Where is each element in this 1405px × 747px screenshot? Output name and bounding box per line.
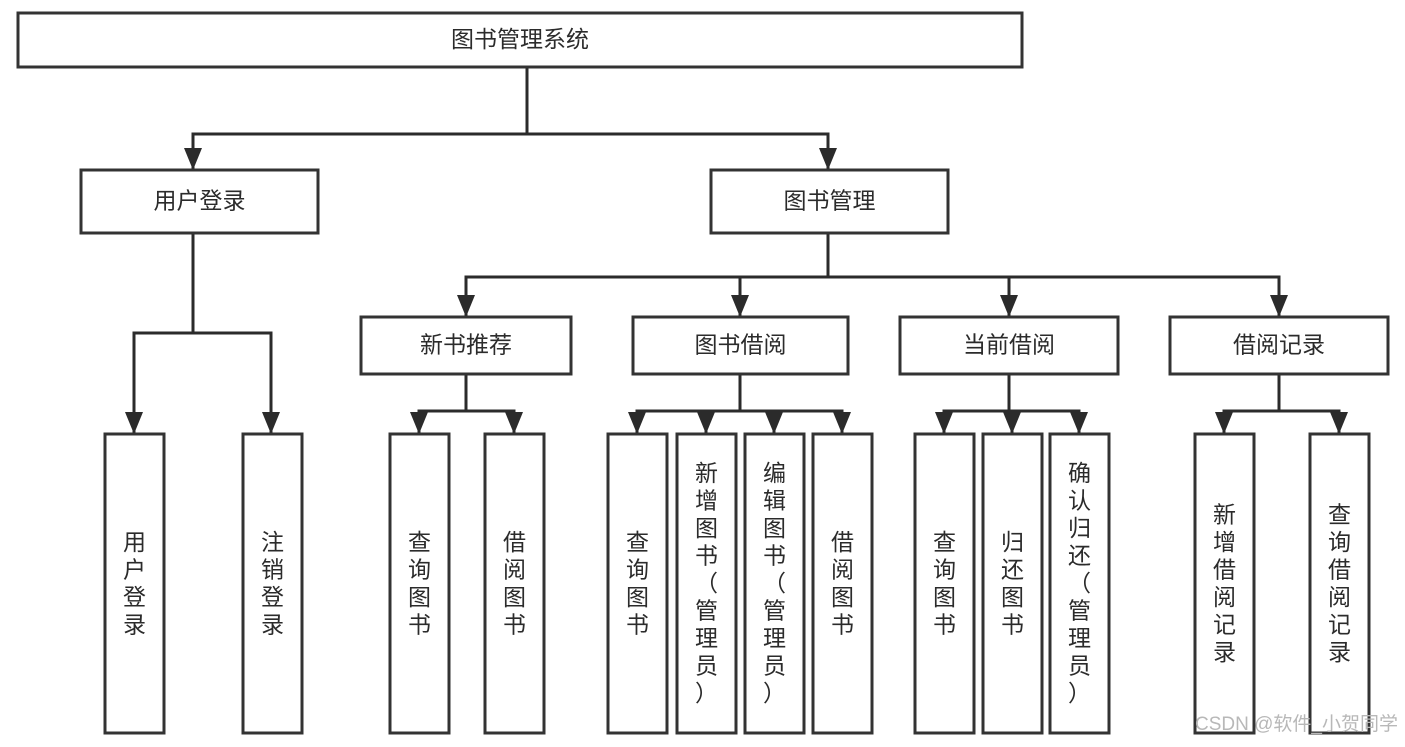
- node-label-leaf-query-book-borrow: 查询图书: [626, 529, 649, 638]
- arrowhead-icon: [410, 412, 428, 434]
- arrowhead-icon: [1000, 295, 1018, 317]
- node-label-root: 图书管理系统: [451, 26, 589, 52]
- node-label-leaf-return-book: 归还图书: [1001, 529, 1024, 638]
- node-book-borrow[interactable]: 图书借阅: [631, 315, 850, 376]
- node-leaf-add-borrow-record[interactable]: 新增借阅记录: [1193, 432, 1256, 735]
- node-leaf-edit-book[interactable]: 编辑图书（管理员）: [743, 432, 806, 735]
- arrowhead-icon: [262, 412, 280, 434]
- node-box-leaf-query-book-current: [913, 432, 976, 735]
- node-box-leaf-return-book: [981, 432, 1044, 735]
- arrowhead-icon: [765, 412, 783, 434]
- node-book-management[interactable]: 图书管理: [709, 168, 950, 235]
- node-box-leaf-borrow-book: [811, 432, 874, 735]
- node-box-leaf-confirm-return: [1048, 432, 1111, 735]
- node-leaf-user-login[interactable]: 用户登录: [103, 432, 166, 735]
- arrowhead-icon: [935, 412, 953, 434]
- node-leaf-query-book-recommend[interactable]: 查询图书: [388, 432, 451, 735]
- node-leaf-query-book-current[interactable]: 查询图书: [913, 432, 976, 735]
- node-box-leaf-user-logout: [241, 432, 304, 735]
- nodes-layer: 图书管理系统用户登录图书管理新书推荐图书借阅当前借阅借阅记录用户登录注销登录查询…: [16, 11, 1390, 735]
- node-leaf-query-book-borrow[interactable]: 查询图书: [606, 432, 669, 735]
- node-box-leaf-user-login: [103, 432, 166, 735]
- node-box-book-management: [709, 168, 950, 235]
- edges-layer: [125, 65, 1348, 434]
- arrowhead-icon: [1270, 295, 1288, 317]
- node-label-borrow-record: 借阅记录: [1233, 332, 1325, 358]
- node-label-leaf-confirm-return: 确认归还（管理员）: [1068, 460, 1091, 706]
- arrowhead-icon: [184, 148, 202, 170]
- arrowhead-icon: [1330, 412, 1348, 434]
- node-box-leaf-query-book-borrow: [606, 432, 669, 735]
- node-box-new-book-recommend: [359, 315, 573, 376]
- arrowhead-icon: [697, 412, 715, 434]
- node-box-leaf-borrow-book-recommend: [483, 432, 546, 735]
- node-label-book-borrow: 图书借阅: [695, 332, 787, 358]
- node-leaf-add-book[interactable]: 新增图书（管理员）: [675, 432, 738, 735]
- node-label-leaf-edit-book: 编辑图书（管理员）: [763, 460, 786, 706]
- node-box-leaf-add-book: [675, 432, 738, 735]
- node-box-leaf-add-borrow-record: [1193, 432, 1256, 735]
- arrowhead-icon: [819, 148, 837, 170]
- node-box-current-borrow: [898, 315, 1120, 376]
- node-label-leaf-user-logout: 注销登录: [261, 529, 284, 638]
- node-box-root: [16, 11, 1024, 69]
- node-label-leaf-borrow-book: 借阅图书: [831, 529, 854, 638]
- node-label-new-book-recommend: 新书推荐: [420, 332, 512, 358]
- node-label-leaf-user-login: 用户登录: [123, 529, 146, 638]
- node-label-leaf-query-book-recommend: 查询图书: [408, 529, 431, 638]
- arrowhead-icon: [731, 295, 749, 317]
- node-root[interactable]: 图书管理系统: [16, 11, 1024, 69]
- arrowhead-icon: [457, 295, 475, 317]
- node-current-borrow[interactable]: 当前借阅: [898, 315, 1120, 376]
- csdn-watermark: CSDN @软件_小贺同学: [1195, 713, 1398, 735]
- node-new-book-recommend[interactable]: 新书推荐: [359, 315, 573, 376]
- node-box-book-borrow: [631, 315, 850, 376]
- arrowhead-icon: [1215, 412, 1233, 434]
- node-leaf-query-borrow-record[interactable]: 查询借阅记录: [1308, 432, 1371, 735]
- node-label-leaf-add-borrow-record: 新增借阅记录: [1213, 501, 1236, 665]
- node-leaf-confirm-return[interactable]: 确认归还（管理员）: [1048, 432, 1111, 735]
- node-leaf-user-logout[interactable]: 注销登录: [241, 432, 304, 735]
- node-label-leaf-borrow-book-recommend: 借阅图书: [503, 529, 526, 638]
- node-box-leaf-query-book-recommend: [388, 432, 451, 735]
- node-leaf-borrow-book-recommend[interactable]: 借阅图书: [483, 432, 546, 735]
- arrowhead-icon: [1070, 412, 1088, 434]
- node-label-book-management: 图书管理: [784, 188, 876, 214]
- arrowhead-icon: [628, 412, 646, 434]
- node-box-borrow-record: [1168, 315, 1390, 376]
- arrowhead-icon: [505, 412, 523, 434]
- arrowhead-icon: [833, 412, 851, 434]
- node-label-current-borrow: 当前借阅: [963, 332, 1055, 358]
- node-leaf-borrow-book[interactable]: 借阅图书: [811, 432, 874, 735]
- node-label-user-login: 用户登录: [154, 188, 246, 214]
- arrowhead-icon: [1003, 412, 1021, 434]
- node-leaf-return-book[interactable]: 归还图书: [981, 432, 1044, 735]
- node-user-login[interactable]: 用户登录: [79, 168, 320, 235]
- arrowhead-icon: [125, 412, 143, 434]
- node-box-leaf-query-borrow-record: [1308, 432, 1371, 735]
- node-box-user-login: [79, 168, 320, 235]
- node-box-leaf-edit-book: [743, 432, 806, 735]
- node-label-leaf-add-book: 新增图书（管理员）: [695, 460, 718, 706]
- node-label-leaf-query-book-current: 查询图书: [933, 529, 956, 638]
- node-borrow-record[interactable]: 借阅记录: [1168, 315, 1390, 376]
- node-label-leaf-query-borrow-record: 查询借阅记录: [1328, 501, 1351, 665]
